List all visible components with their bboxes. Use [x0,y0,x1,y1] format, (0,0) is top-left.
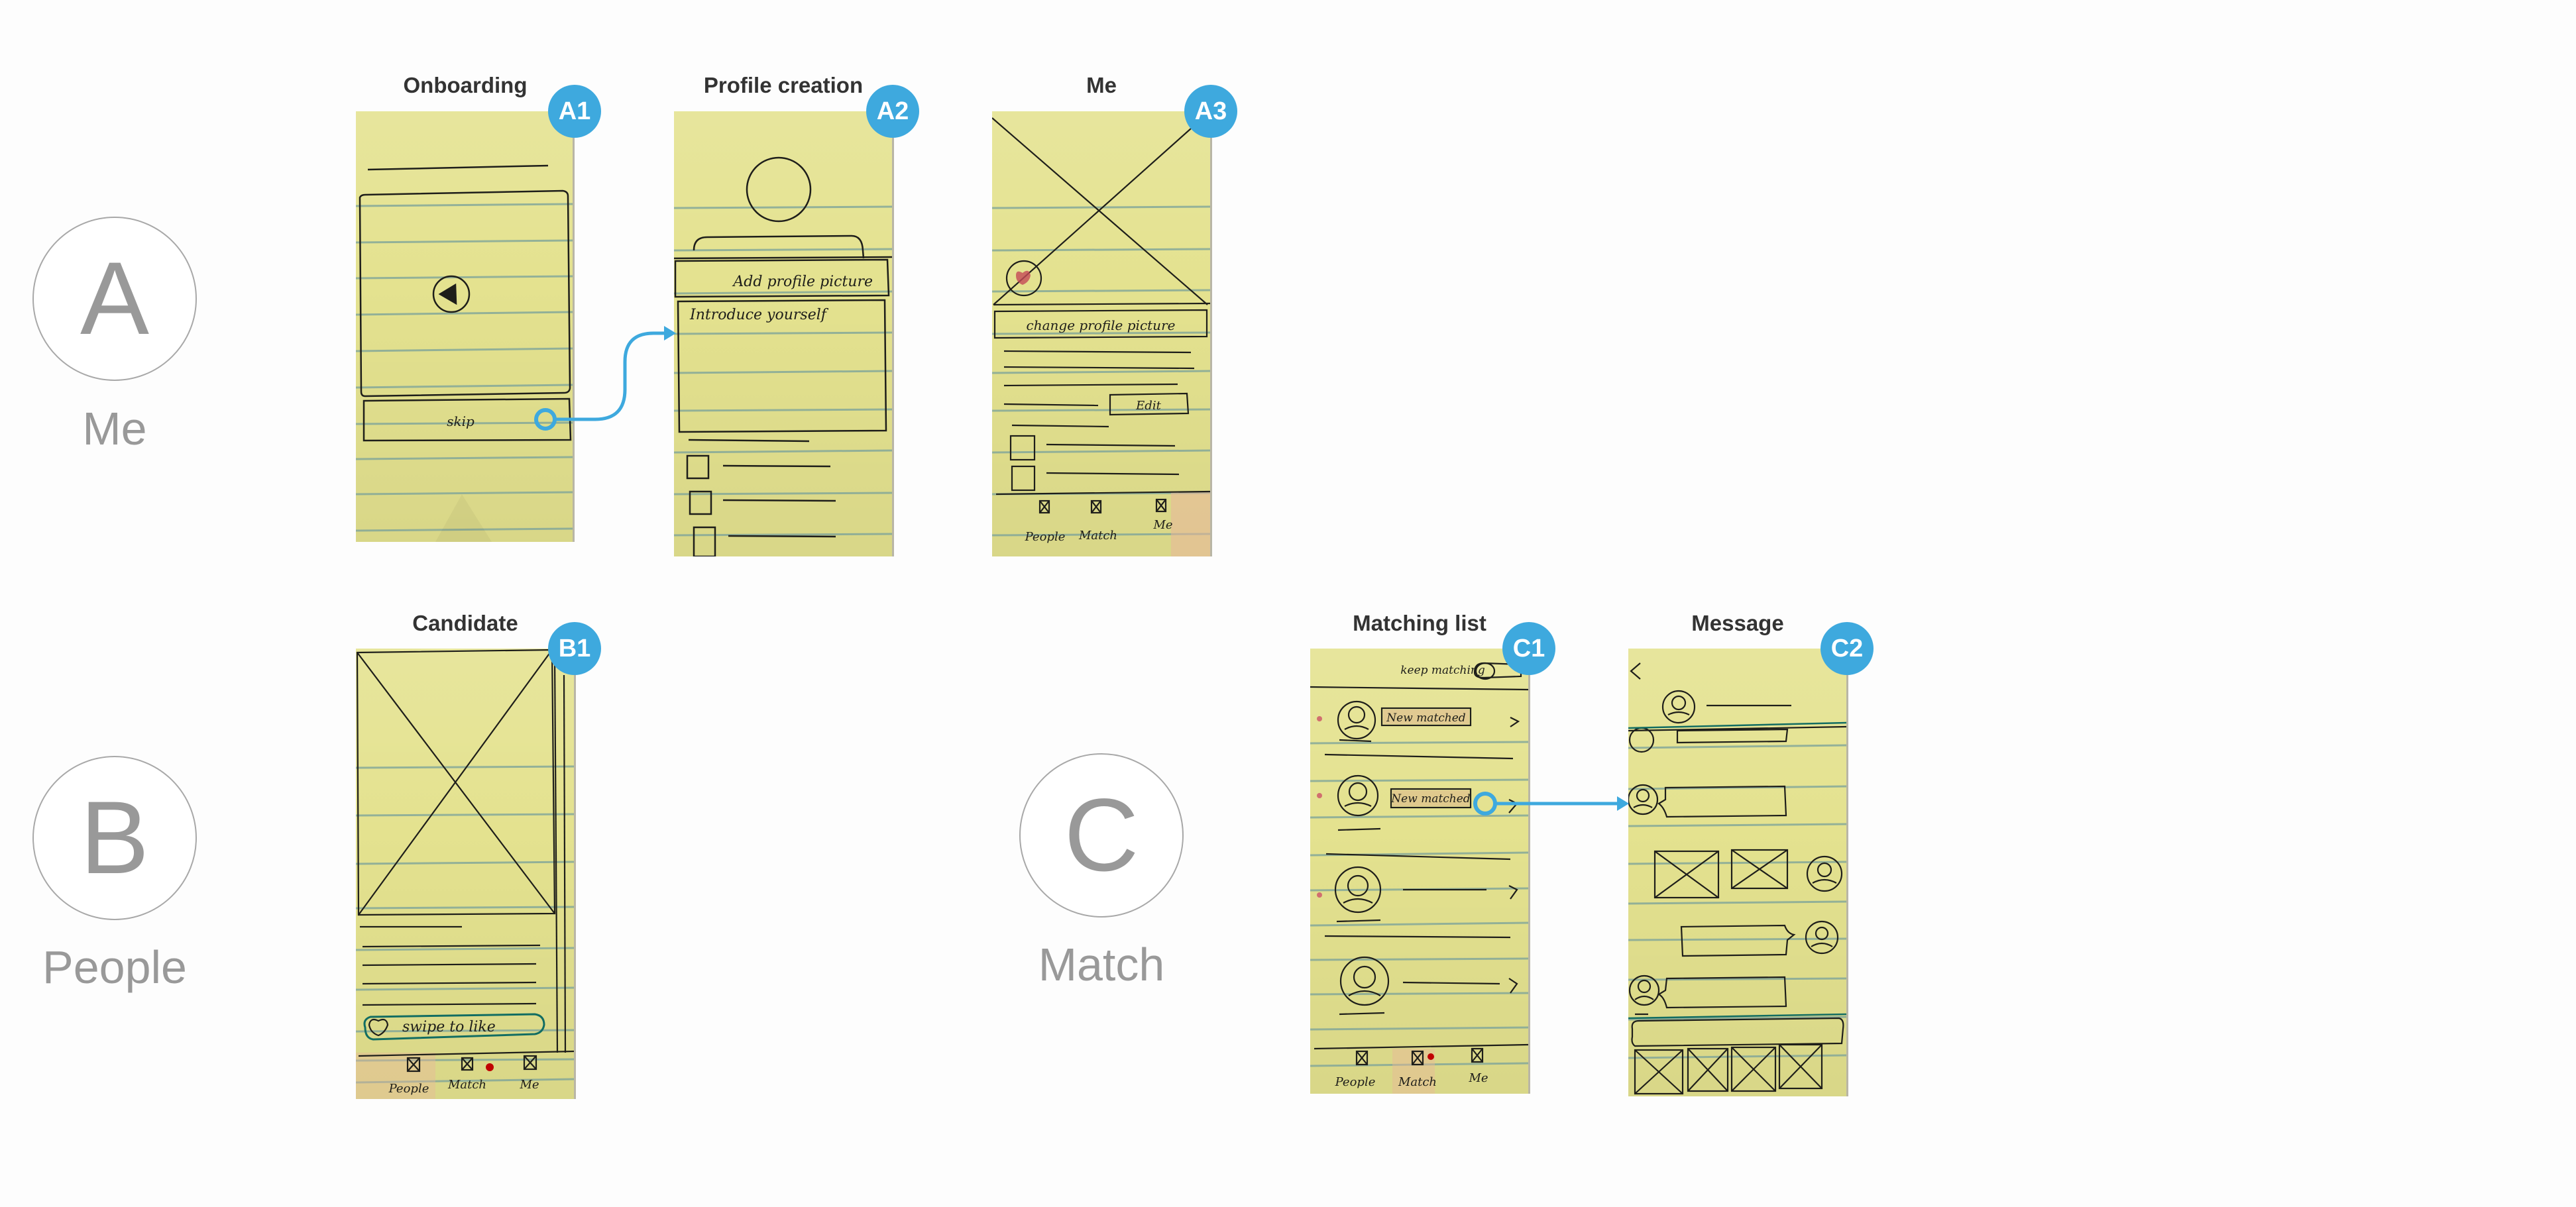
svg-text:swipe to like: swipe to like [402,1019,496,1035]
unread-dot [1317,716,1322,721]
svg-text:keep matching: keep matching [1400,664,1485,677]
svg-text:New matched: New matched [1386,711,1466,725]
svg-text:Introduce yourself: Introduce yourself [689,307,829,323]
screen-a1-onboarding[interactable]: skip [356,111,573,542]
message-sketch [1628,662,1846,1095]
active-tab-highlight [1171,492,1210,556]
section-c-label: Match [1038,939,1165,990]
svg-text:Match: Match [1078,529,1117,543]
active-tab-highlight [356,1053,435,1099]
svg-text:Me: Me [1468,1071,1488,1085]
svg-text:change profile picture: change profile picture [1027,317,1176,333]
section-b-label: People [42,941,187,993]
like-bar-outline [363,1013,545,1041]
svg-text:People: People [1335,1075,1376,1089]
section-b-circle: B [32,756,197,920]
matching-list-sketch: keep matching New matched New matched Pe… [1310,662,1528,1094]
svg-text:Match: Match [1398,1075,1437,1089]
notification-dot [1428,1053,1434,1060]
section-b-letter: B [80,780,150,896]
section-a-circle: A [32,217,197,381]
title-profile-creation: Profile creation [703,73,864,97]
title-message: Message [1691,611,1784,635]
screen-c2-message[interactable] [1628,649,1846,1096]
back-chevron-icon [1630,662,1641,680]
section-a-label: Me [82,403,147,454]
heart-icon [1016,270,1031,285]
badge-b1: B1 [548,622,601,675]
candidate-sketch: swipe to like People Match Me [356,649,574,1099]
section-c-letter: C [1064,778,1139,893]
unread-dot [1317,793,1322,798]
badge-c2: C2 [1820,622,1874,675]
svg-text:Me: Me [1152,518,1172,532]
title-me: Me [1086,73,1117,97]
screen-a3-me[interactable]: change profile picture Edit People Match… [992,111,1210,556]
svg-text:People: People [388,1082,429,1096]
badge-a1: A1 [548,85,601,138]
onboarding-sketch: skip [356,164,573,542]
notification-dot [486,1063,494,1071]
svg-text:Me: Me [519,1078,539,1092]
arrowhead-icon [1617,796,1629,811]
svg-text:Edit: Edit [1135,399,1161,413]
badge-c1: C1 [1502,622,1555,675]
badge-a2: A2 [866,85,919,138]
svg-text:skip: skip [447,413,475,429]
svg-text:Add profile picture: Add profile picture [732,274,873,290]
screen-c1-matching-list[interactable]: keep matching New matched New matched Pe… [1310,649,1528,1094]
unread-dot [1317,892,1322,898]
title-matching-list: Matching list [1353,611,1486,635]
me-sketch: change profile picture Edit People Match… [992,117,1210,556]
profile-creation-sketch: Add profile picture Introduce yourself [674,156,892,556]
screen-b1-candidate[interactable]: swipe to like People Match Me [356,649,574,1099]
screen-a2-profile-creation[interactable]: Add profile picture Introduce yourself [674,111,892,556]
title-candidate: Candidate [412,611,518,635]
heart-icon [368,1018,389,1037]
section-c-circle: C [1019,753,1184,918]
title-onboarding: Onboarding [403,73,528,97]
svg-text:People: People [1025,530,1066,544]
badge-a3: A3 [1184,85,1237,138]
svg-text:New matched: New matched [1390,792,1471,806]
svg-text:Match: Match [447,1078,486,1092]
section-a-letter: A [80,241,150,356]
